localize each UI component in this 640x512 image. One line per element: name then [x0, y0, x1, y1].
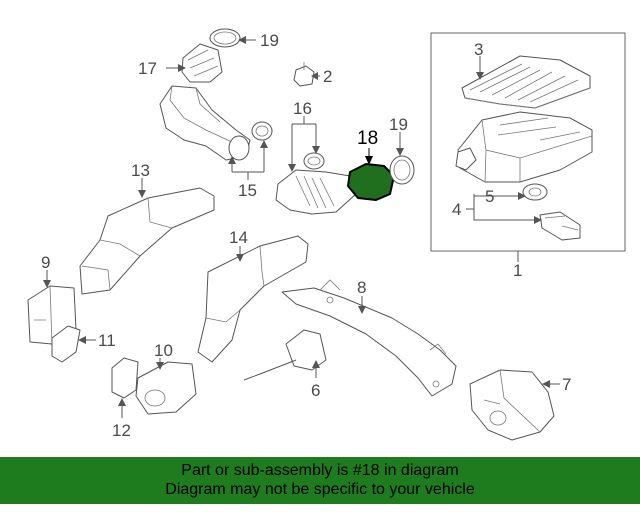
clamp-part-16[interactable] [303, 152, 325, 170]
callout-18: 18 [357, 128, 378, 149]
banner-line-1: Part or sub-assembly is #18 in diagram [181, 462, 459, 479]
callout-5: 5 [485, 187, 494, 206]
banner-line-2: Diagram may not be specific to your vehi… [165, 481, 475, 498]
callout-4: 4 [452, 200, 461, 219]
bracket-part-12[interactable] [111, 357, 139, 399]
callout-8: 8 [357, 278, 366, 297]
callout-6: 6 [311, 381, 320, 400]
callout-7: 7 [562, 375, 571, 394]
callout-2: 2 [323, 67, 332, 86]
intake-hose-part-17[interactable] [181, 43, 223, 83]
coupler-part-18[interactable] [347, 163, 395, 201]
callout-9: 9 [41, 253, 50, 272]
shield-part-7[interactable] [469, 369, 555, 441]
callout-19-right: 19 [389, 115, 408, 134]
callout-15: 15 [238, 181, 257, 200]
sensor-part-4[interactable] [539, 211, 581, 241]
callout-13: 13 [131, 161, 150, 180]
duct-part-10[interactable] [135, 361, 197, 415]
callout-12: 12 [112, 421, 131, 440]
callout-10: 10 [154, 341, 173, 360]
intake-duct-part-15[interactable] [159, 85, 251, 161]
clamp-part-15[interactable] [251, 121, 273, 141]
callout-11: 11 [98, 331, 116, 350]
air-cleaner-body[interactable] [455, 111, 593, 183]
callout-14: 14 [229, 228, 248, 247]
clamp-part-19-top[interactable] [209, 28, 241, 48]
air-cleaner-cover-part-3[interactable] [461, 55, 591, 109]
leader-lines [43, 36, 560, 418]
assembly-box [430, 32, 626, 252]
callout-16: 16 [293, 99, 312, 118]
callout-1: 1 [513, 261, 522, 280]
clamp-part-19-right[interactable] [389, 155, 415, 185]
info-banner: Part or sub-assembly is #18 in diagram D… [0, 457, 640, 504]
clip-part-11[interactable] [51, 325, 81, 363]
callout-3: 3 [474, 40, 483, 59]
callout-19-top: 19 [260, 31, 279, 50]
air-duct-part-14[interactable] [197, 235, 309, 363]
parts-diagram: 1 2 3 4 5 6 7 8 9 10 11 12 13 14 15 16 1… [27, 28, 626, 441]
fastener-part-2[interactable] [293, 62, 315, 87]
bracket-part-6[interactable] [243, 329, 327, 381]
callout-17: 17 [138, 59, 157, 78]
grommet-part-5[interactable] [522, 183, 548, 201]
support-bracket-part-8[interactable] [281, 279, 457, 397]
resonator-hose-part-16[interactable] [275, 169, 357, 215]
air-duct-part-13[interactable] [79, 187, 215, 295]
